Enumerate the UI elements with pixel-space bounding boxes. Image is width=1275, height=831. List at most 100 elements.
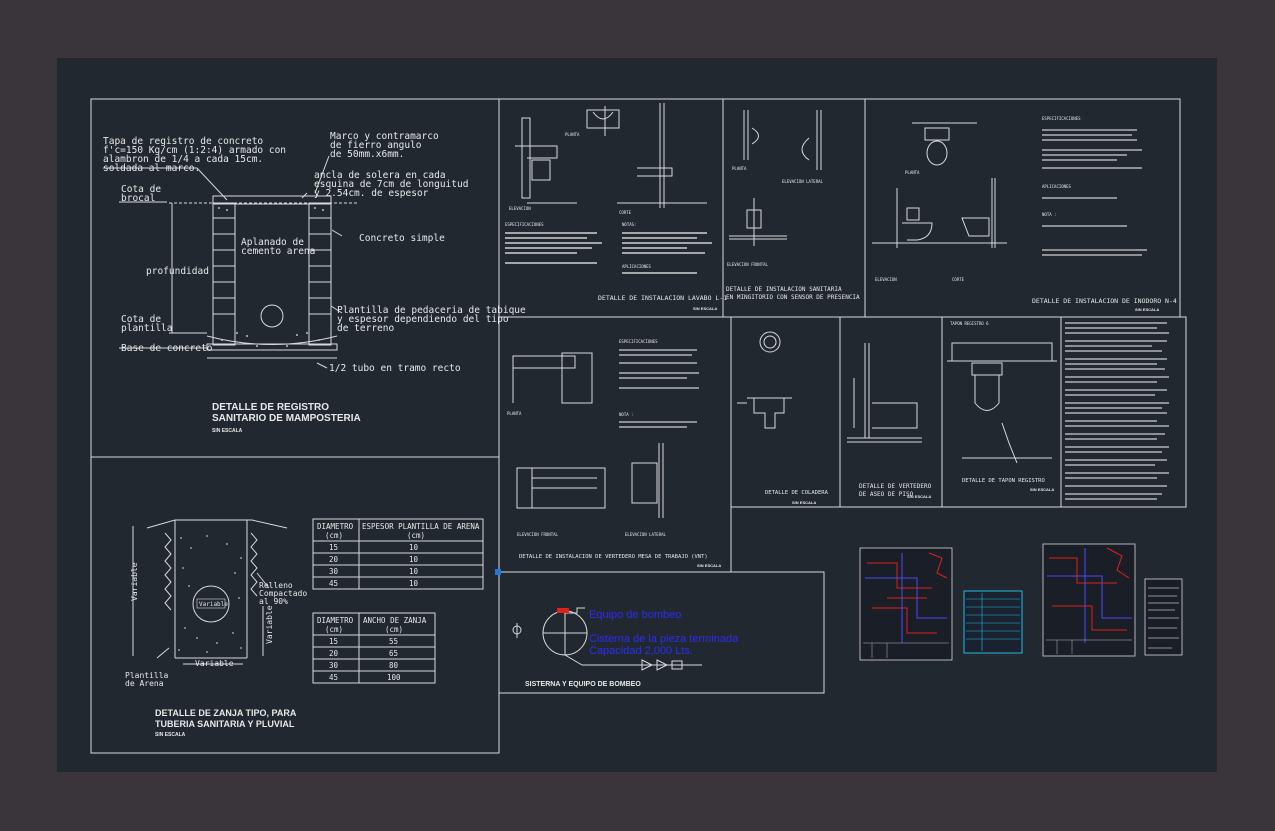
vertedero-aseo-detail: DETALLE DE VERTEDERO DE ASEO DE PISO SIN… xyxy=(847,343,935,499)
ming-title-1: DETALLE DE INSTALACION SANITARIA xyxy=(726,286,842,293)
t1-h2-b: (cm) xyxy=(407,531,425,540)
svg-text:Cota de brocal: Cota de brocal xyxy=(121,184,167,204)
t1-r3-c1: 10 xyxy=(409,579,419,588)
lavabo-especificaciones: ESPECIFICACIONES xyxy=(505,222,544,227)
inod-aplicaciones: APLICACIONES xyxy=(1042,184,1071,189)
inod-planta: PLANTA xyxy=(905,170,920,175)
callout-tapa-1: Tapa de registro de concreto xyxy=(103,136,263,147)
t1-h1-a: DIAMETRO xyxy=(317,522,354,531)
cisterna-blue-2: Cisterna de la pieza terminada xyxy=(589,633,739,645)
ming-elev-frontal: ELEVACION FRONTAL xyxy=(727,262,769,267)
selection-grip[interactable] xyxy=(495,569,501,575)
t2-r1-c1: 65 xyxy=(389,649,398,658)
svg-text:15 10 20: 15 10 20 10 30 10 45 10 xyxy=(329,543,423,588)
zanja-variable-bottom: Variable xyxy=(195,659,234,668)
inod-elevacion: ELEVACION xyxy=(875,277,897,282)
t2-h1-a: DIAMETRO xyxy=(317,616,354,625)
svg-text:Plantilla de Arena: Plantilla de Arena xyxy=(125,671,173,688)
inod-especificaciones: ESPECIFICACIONES xyxy=(1042,116,1081,121)
svg-text:Equipo de bombeo Cistern: Equipo de bombeo Cisterna de la pieza te… xyxy=(589,609,741,657)
t1-r2-c0: 30 xyxy=(329,567,339,576)
callout-tapa-4: soldada al marco. xyxy=(103,163,200,174)
plantilla-pedaceria-2: y espesor dependiendo del tipo xyxy=(337,314,509,325)
callout-marco-1: Marco y contramarco xyxy=(330,131,439,142)
vertedero-mesa-detail: PLANTA ESPECIFICACIONES NOTA : ELEVACION… xyxy=(507,339,721,568)
coladera-scale: SIN ESCALA xyxy=(792,500,816,505)
notes-panel xyxy=(1065,322,1169,500)
lavabo-planta: PLANTA xyxy=(565,132,580,137)
tapon-label: TAPON REGISTRO 6 xyxy=(950,321,989,326)
relleno-3: al 90% xyxy=(259,597,288,606)
tapon-scale: SIN ESCALA xyxy=(1030,487,1054,492)
svg-text:15 55 20: 15 55 20 65 30 80 45 100 xyxy=(329,637,403,682)
aplanado-2: cemento arena xyxy=(241,246,315,257)
svg-text:Cota de plantilla: Cota de plantilla xyxy=(121,314,172,334)
aplanado-1: Aplanado de xyxy=(241,237,304,248)
vaseo-scale: SIN ESCALA xyxy=(907,494,931,499)
svg-text:DETALLE DE INSTALACION SANITAR: DETALLE DE INSTALACION SANITARIA EN MING… xyxy=(726,286,860,301)
svg-text:ELEVACION PLANTA C: ELEVACION PLANTA CORTE ESPECIFICACIONES … xyxy=(505,132,651,269)
svg-text:Marco y contramarco de f: Marco y contramarco de fierro angulo de … xyxy=(330,131,444,160)
cota-plantilla-1: Cota de xyxy=(121,314,161,325)
t2-r3-c1: 100 xyxy=(387,673,401,682)
floor-plan-2[interactable] xyxy=(1042,543,1136,657)
t2-h2-a: ANCHO DE ZANJA xyxy=(363,616,427,625)
lavabo-title: DETALLE DE INSTALACION LAVABO L-1 xyxy=(598,294,727,302)
callout-ancla-3: y 2.54cm. de espesor xyxy=(314,188,429,199)
zanja-variable-right: Variable xyxy=(265,605,274,644)
registro-title-2: SANITARIO DE MAMPOSTERIA xyxy=(212,413,361,424)
tubo-label: 1/2 tubo en tramo recto xyxy=(329,363,461,374)
plantilla-arena-2: de Arena xyxy=(125,679,164,688)
table-espesor: DIAMETRO (cm) ESPESOR PLANTILLA DE ARENA… xyxy=(312,518,484,590)
tapon-title: DETALLE DE TAPON REGISTRO xyxy=(962,478,1045,484)
vmesa-planta: PLANTA xyxy=(507,411,522,416)
cota-plantilla-2: plantilla xyxy=(121,323,172,334)
callout-marco-2: de fierro angulo xyxy=(330,140,422,151)
callout-ancla-1: ancla de solera en cada xyxy=(314,170,446,181)
registro-scale: SIN ESCALA xyxy=(212,428,243,434)
svg-text:ancla de solera en cada: ancla de solera en cada esquina de 7cm d… xyxy=(314,170,474,199)
zanja-detail: Variable Variable Variable Variable Rell… xyxy=(125,518,484,738)
t1-h2-a: ESPESOR PLANTILLA DE ARENA xyxy=(362,522,480,531)
plantilla-pedaceria-3: de terreno xyxy=(337,323,394,334)
tapon-detail: TAPON REGISTRO 6 DETALLE DE TAPON REGIST… xyxy=(947,321,1057,492)
callout-marco-3: de 50mm.x6mm. xyxy=(330,149,404,160)
svg-text:DIAMETRO (cm): DIAMETRO (cm) ANCHO DE ZANJA (cm) xyxy=(317,616,431,634)
zanja-pipe-label: Variable xyxy=(199,601,228,608)
t1-r0-c1: 10 xyxy=(409,543,419,552)
lavabo-notas: NOTAS: xyxy=(622,222,636,227)
zanja-scale: SIN ESCALA xyxy=(155,732,186,738)
svg-text:Tapa de registro de concreto: Tapa de registro de concreto f'c=150 Kg/… xyxy=(103,136,292,174)
t1-r3-c0: 45 xyxy=(329,579,338,588)
inod-corte: CORTE xyxy=(952,277,965,282)
svg-text:DETALLE DE VERTEDERO DE: DETALLE DE VERTEDERO DE ASEO DE PISO xyxy=(859,483,935,498)
cota-brocal-1: Cota de xyxy=(121,184,161,195)
ming-elev-lateral: ELEVACION LATERAL xyxy=(782,179,824,184)
svg-text:Plantilla de pedaceria de tabi: Plantilla de pedaceria de tabique y espe… xyxy=(337,305,531,334)
t1-r1-c1: 10 xyxy=(409,555,419,564)
relleno-2: Compactado xyxy=(259,589,307,598)
cisterna-blue-3: Capacidad 2,000 Lts. xyxy=(589,645,693,657)
ming-title-2: EN MINGITORIO CON SENSOR DE PRESENCIA xyxy=(726,294,860,301)
callout-tapa-3: alambron de 1/4 a cada 15cm. xyxy=(103,154,263,165)
zanja-variable-vertical: Variable xyxy=(130,562,139,601)
plantilla-pedaceria-1: Plantilla de pedaceria de tabique xyxy=(337,305,526,316)
registro-detail: Tapa de registro de concreto f'c=150 Kg/… xyxy=(103,131,531,434)
svg-text:PLANTA ESPECIFICACIONES: PLANTA ESPECIFICACIONES NOTA : ELEVACION… xyxy=(507,339,667,537)
ming-planta: PLANTA xyxy=(732,166,747,171)
vaseo-title-2: DE ASEO DE PISO xyxy=(859,491,914,498)
t2-r0-c0: 15 xyxy=(329,637,338,646)
cad-drawing-canvas[interactable]: Tapa de registro de concreto f'c=150 Kg/… xyxy=(57,58,1217,772)
vmesa-especificaciones: ESPECIFICACIONES xyxy=(619,339,658,344)
svg-text:DIAMETRO (cm): DIAMETRO (cm) ESPESOR PLANTILLA DE ARENA… xyxy=(317,522,484,540)
legend-thumbnail[interactable] xyxy=(963,590,1023,654)
cisterna-blue-1: Equipo de bombeo xyxy=(589,609,681,621)
vmesa-scale: SIN ESCALA xyxy=(697,563,721,568)
svg-text:PLANTA ELEVACION C: PLANTA ELEVACION CORTE ESPECIFICACIONES … xyxy=(875,116,1083,282)
title-block-thumbnail[interactable] xyxy=(1144,578,1183,656)
floor-plan-1[interactable] xyxy=(859,547,953,661)
t2-r2-c0: 30 xyxy=(329,661,339,670)
inodoro-scale: SIN ESCALA xyxy=(1135,307,1159,312)
t1-r1-c0: 20 xyxy=(329,555,339,564)
lavabo-corte: CORTE xyxy=(619,210,632,215)
